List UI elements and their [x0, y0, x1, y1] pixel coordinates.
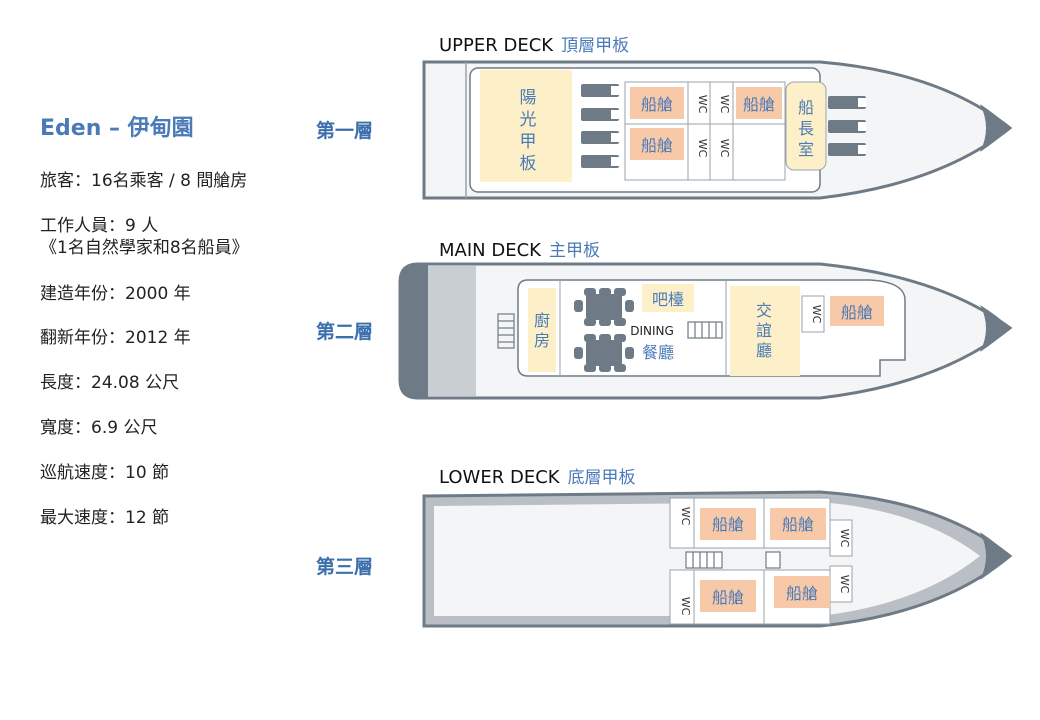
lower-stairs	[685, 551, 781, 569]
svg-text:室: 室	[798, 140, 814, 159]
upper-wc-3: WC	[718, 95, 731, 114]
spec-beam: 寬度：6.9 公尺	[40, 418, 158, 438]
main-deck-bow	[980, 305, 1010, 352]
lower-deck-name-en: LOWER DECK	[439, 467, 560, 488]
dining-label-zh: 餐廳	[642, 343, 674, 362]
lower-wc-1: WC	[679, 507, 692, 526]
upper-deck-level: 第一層	[316, 120, 374, 142]
svg-text:房: 房	[534, 331, 550, 350]
lower-cabin-4	[774, 576, 830, 608]
spec-max-speed: 最大速度：12 節	[40, 508, 170, 528]
sun-deck-label: 陽 光 甲 板	[520, 88, 537, 174]
bar-label: 吧檯	[652, 290, 684, 309]
lower-cabin-3	[700, 580, 756, 612]
upper-cabin-1	[630, 87, 684, 119]
svg-text:陽: 陽	[520, 88, 537, 108]
upper-cabin-1-label: 船艙	[641, 95, 673, 114]
upper-wc-1: WC	[696, 95, 709, 114]
kitchen-area	[528, 288, 556, 372]
upper-deck-bow	[980, 104, 1010, 152]
lower-cabin-3-label: 船艙	[712, 588, 744, 607]
main-deck-plan: 廚 房 吧檯 DINING 餐廳	[398, 262, 1013, 400]
lower-wc-2: WC	[679, 597, 692, 616]
main-deck-level: 第二層	[316, 321, 374, 343]
lower-cabin-4-label: 船艙	[786, 584, 818, 603]
kitchen-label: 廚 房	[534, 311, 550, 350]
main-deck-stern	[400, 264, 428, 398]
svg-text:光: 光	[520, 110, 537, 130]
ship-title: Eden – 伊甸園	[40, 116, 194, 141]
lower-deck-title: LOWER DECK 底層甲板	[439, 463, 636, 488]
sun-deck-area	[480, 70, 572, 182]
lower-cabin-1	[700, 508, 756, 540]
svg-text:廚: 廚	[534, 311, 550, 330]
upper-cabin-3	[736, 87, 782, 119]
lower-deck-plan: WC WC WC WC 船艙 船艙 船艙 船艙	[422, 490, 1013, 628]
captain-cabin	[785, 81, 827, 171]
main-wc: WC	[810, 305, 823, 324]
upper-deck-name-en: UPPER DECK	[439, 35, 554, 56]
upper-wc-4: WC	[718, 139, 731, 158]
lower-cabin-1-label: 船艙	[712, 515, 744, 534]
svg-text:船: 船	[798, 98, 814, 117]
dining-label-en: DINING	[630, 324, 674, 338]
main-deck-name-en: MAIN DECK	[439, 240, 541, 261]
lower-wc-3: WC	[838, 529, 851, 548]
main-cabin	[830, 296, 884, 326]
upper-wc-2: WC	[696, 139, 709, 158]
bar-area	[642, 284, 694, 312]
spec-built: 建造年份：2000 年	[40, 284, 191, 304]
lounge-area	[730, 286, 800, 376]
lower-deck-name-zh: 底層甲板	[567, 468, 636, 488]
upper-cabin-2	[630, 128, 684, 160]
svg-text:板: 板	[520, 154, 537, 174]
upper-deck-name-zh: 頂層甲板	[561, 36, 630, 56]
dining-table-2	[574, 334, 634, 372]
lower-cabin-2	[770, 508, 826, 540]
svg-text:甲: 甲	[520, 132, 537, 152]
spec-passengers: 旅客：16名乘客 / 8 間艙房	[40, 171, 248, 191]
lower-cabin-2-label: 船艙	[782, 515, 814, 534]
captain-cabin-label: 船 長 室	[798, 98, 814, 159]
lower-deck-bow	[980, 532, 1010, 580]
sun-loungers-right	[828, 96, 866, 156]
aft-stairs	[497, 313, 515, 349]
upper-deck-title: UPPER DECK 頂層甲板	[439, 31, 629, 56]
svg-text:長: 長	[798, 119, 814, 138]
svg-text:誼: 誼	[756, 321, 772, 340]
spec-cruise-speed: 巡航速度：10 節	[40, 463, 170, 483]
main-cabin-label: 船艙	[841, 303, 873, 322]
spec-refurbished: 翻新年份：2012 年	[40, 328, 191, 348]
spec-length: 長度：24.08 公尺	[40, 373, 180, 393]
lower-wc-4: WC	[838, 575, 851, 594]
upper-cabin-2-label: 船艙	[641, 136, 673, 155]
spec-crew-detail: 《1名自然學家和8名船員》	[40, 238, 249, 258]
lounge-label: 交 誼 廳	[756, 301, 772, 360]
spec-crew: 工作人員：9 人	[40, 216, 159, 236]
upper-deck-plan: 陽 光 甲 板 船艙 船艙 船艙 WC WC WC WC 船 長 室	[422, 60, 1013, 200]
dining-table-1	[574, 288, 634, 326]
upper-cabin-3-label: 船艙	[743, 95, 775, 114]
svg-text:交: 交	[756, 301, 772, 320]
main-deck-name-zh: 主甲板	[548, 241, 600, 261]
lower-deck-level: 第三層	[316, 556, 374, 578]
main-stairs	[687, 321, 723, 339]
main-deck-cabin-outline	[517, 279, 906, 377]
svg-text:廳: 廳	[756, 341, 772, 360]
main-deck-title: MAIN DECK 主甲板	[439, 236, 600, 261]
